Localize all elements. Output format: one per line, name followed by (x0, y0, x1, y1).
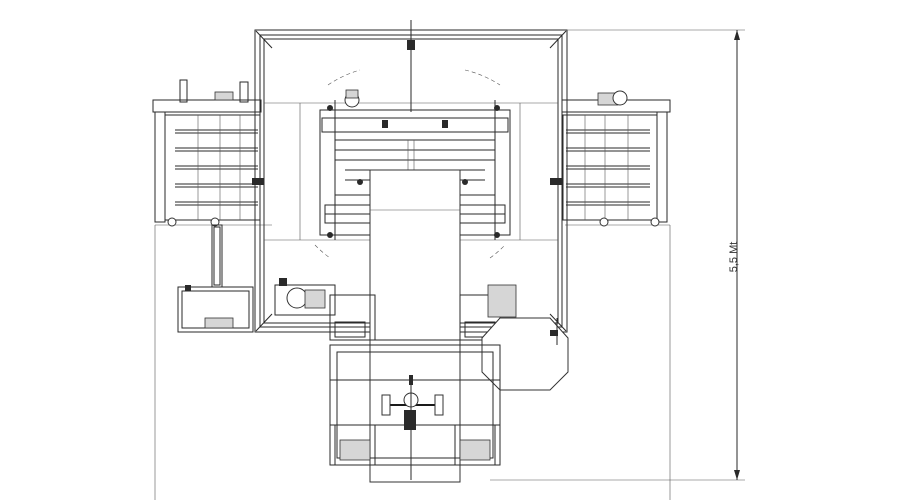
film-strip (369, 169, 461, 483)
right-conveyor (550, 90, 671, 227)
lower-left-motor (274, 278, 336, 316)
dimension-line (734, 30, 740, 480)
rotation-arcs (314, 69, 506, 259)
left-conveyor (152, 79, 264, 227)
octagon-panel (481, 317, 569, 391)
dimension-label: 5,5 Mt (728, 242, 740, 273)
unwinder-section (329, 344, 501, 480)
left-post-and-panel (177, 224, 254, 333)
